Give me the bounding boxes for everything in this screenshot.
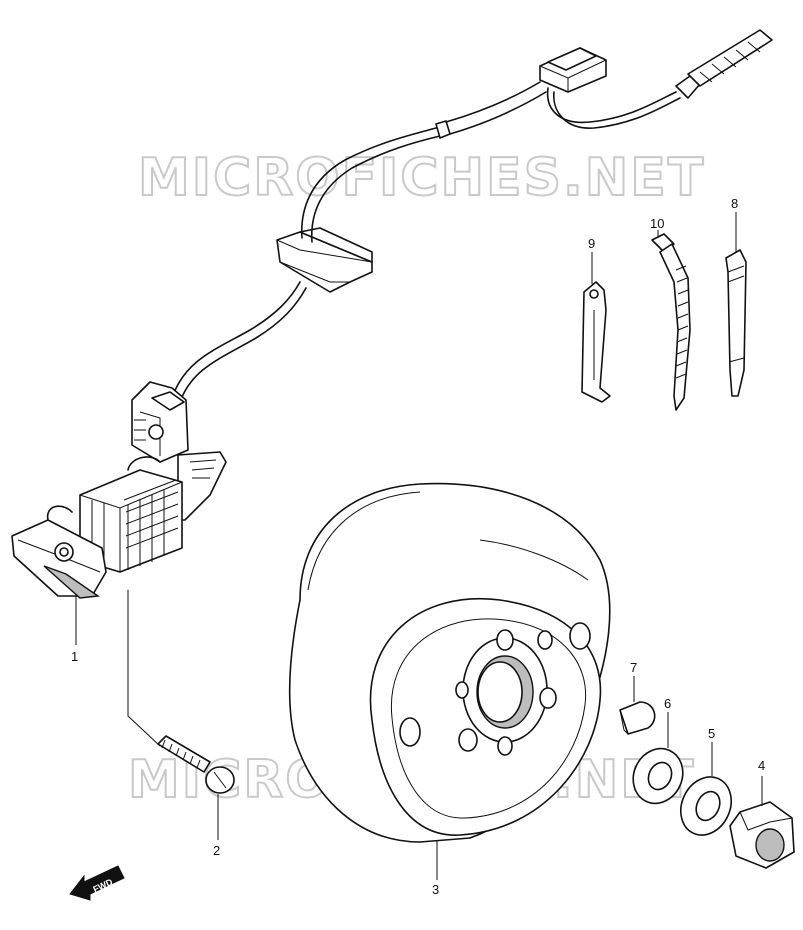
callout-7: 7	[630, 660, 637, 675]
leader-lines	[75, 212, 763, 880]
watermark-top: MICROFICHES.NET	[138, 148, 705, 208]
cable-strap	[725, 249, 747, 397]
callout-4: 4	[758, 758, 765, 773]
wire-clamp	[581, 281, 611, 403]
callout-10: 10	[650, 216, 664, 231]
flat-washer	[632, 747, 684, 805]
flywheel-rotor	[288, 482, 611, 843]
lock-washer	[680, 776, 732, 836]
connector	[539, 47, 607, 93]
wire-harness	[171, 29, 773, 403]
callout-6: 6	[664, 696, 671, 711]
grommet	[276, 227, 373, 293]
wire-terminal	[675, 29, 773, 99]
woodruff-key	[619, 701, 656, 735]
screw	[157, 735, 235, 794]
callout-2: 2	[213, 843, 220, 858]
ignition-coil-assembly	[11, 381, 227, 599]
callout-1: 1	[71, 649, 78, 664]
callout-9: 9	[588, 236, 595, 251]
fwd-arrow-icon: FWD	[69, 865, 125, 901]
callout-3: 3	[432, 882, 439, 897]
callout-8: 8	[731, 196, 738, 211]
callout-5: 5	[708, 726, 715, 741]
hex-nut	[729, 801, 795, 869]
cable-tie	[651, 233, 691, 411]
